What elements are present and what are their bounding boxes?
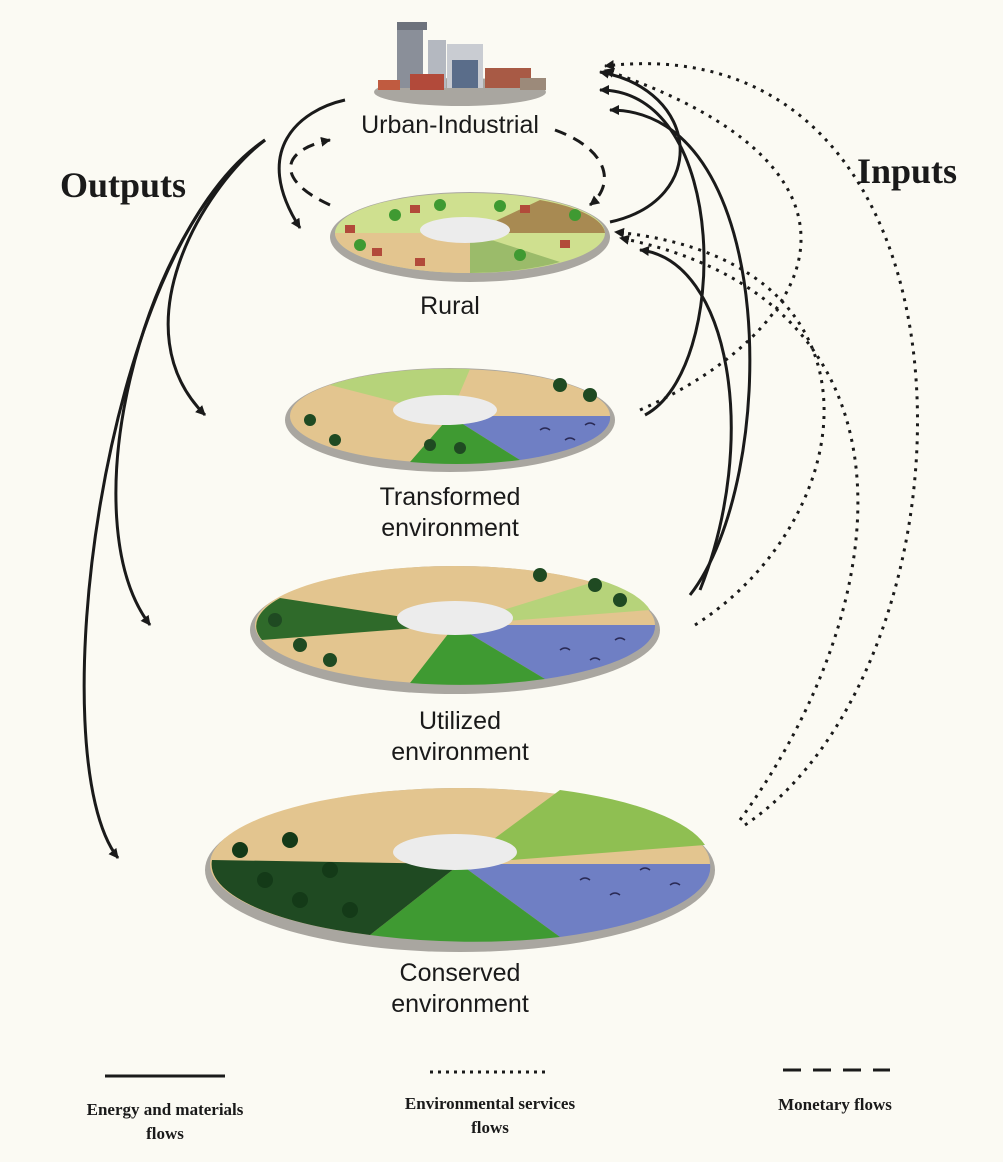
legend-energy-line1: Energy and materials [20,1098,310,1122]
inputs-label: Inputs [832,150,982,192]
level-label-conserved: Conserved environment [340,958,580,1020]
utilized-environment-disk [250,566,660,694]
level-label-rural: Rural [350,291,550,322]
level-label-utilized-line1: Utilized [340,706,580,737]
services-arrow-conserved-to-rural [620,238,858,820]
outputs-energy-flow-arrows [84,100,345,858]
output-arrow-utilized [116,140,265,625]
transformed-environment-disk [285,368,615,472]
outputs-label: Outputs [38,164,208,206]
level-label-utilized: Utilized environment [340,706,580,768]
legend-services-line2: flows [345,1116,635,1140]
input-arrow-rural-to-urban [600,72,680,222]
inputs-energy-flow-arrows [600,72,750,595]
legend-item-environmental-services: Environmental services flows [345,1092,635,1140]
legend-services-line1: Environmental services [345,1092,635,1116]
services-arrow-utilized-to-rural [615,232,824,625]
monetary-arrow-to-rural [555,130,604,205]
urban-industrial-illustration [374,22,546,106]
legend-energy-line2: flows [20,1122,310,1146]
legend-samples [105,1070,890,1076]
input-arrow-utilized-to-urban [610,110,750,595]
level-label-conserved-line2: environment [340,989,580,1020]
monetary-arrow-to-urban [291,140,330,205]
level-label-transformed-line1: Transformed [330,482,570,513]
legend-item-energy: Energy and materials flows [20,1098,310,1146]
input-arrow-utilized-to-rural [640,250,731,590]
legend-item-monetary: Monetary flows [700,1093,970,1117]
output-arrow-conserved [84,140,265,858]
level-label-utilized-line2: environment [340,737,580,768]
conserved-environment-disk [205,788,715,952]
level-label-transformed-line2: environment [330,513,570,544]
level-label-transformed: Transformed environment [330,482,570,544]
level-label-urban-line1: Urban-Industrial [270,110,630,141]
level-label-urban: Urban-Industrial [270,110,630,141]
legend-monetary-line1: Monetary flows [700,1093,970,1117]
level-label-conserved-line1: Conserved [340,958,580,989]
rural-disk [330,192,610,282]
level-label-rural-line1: Rural [350,291,550,322]
